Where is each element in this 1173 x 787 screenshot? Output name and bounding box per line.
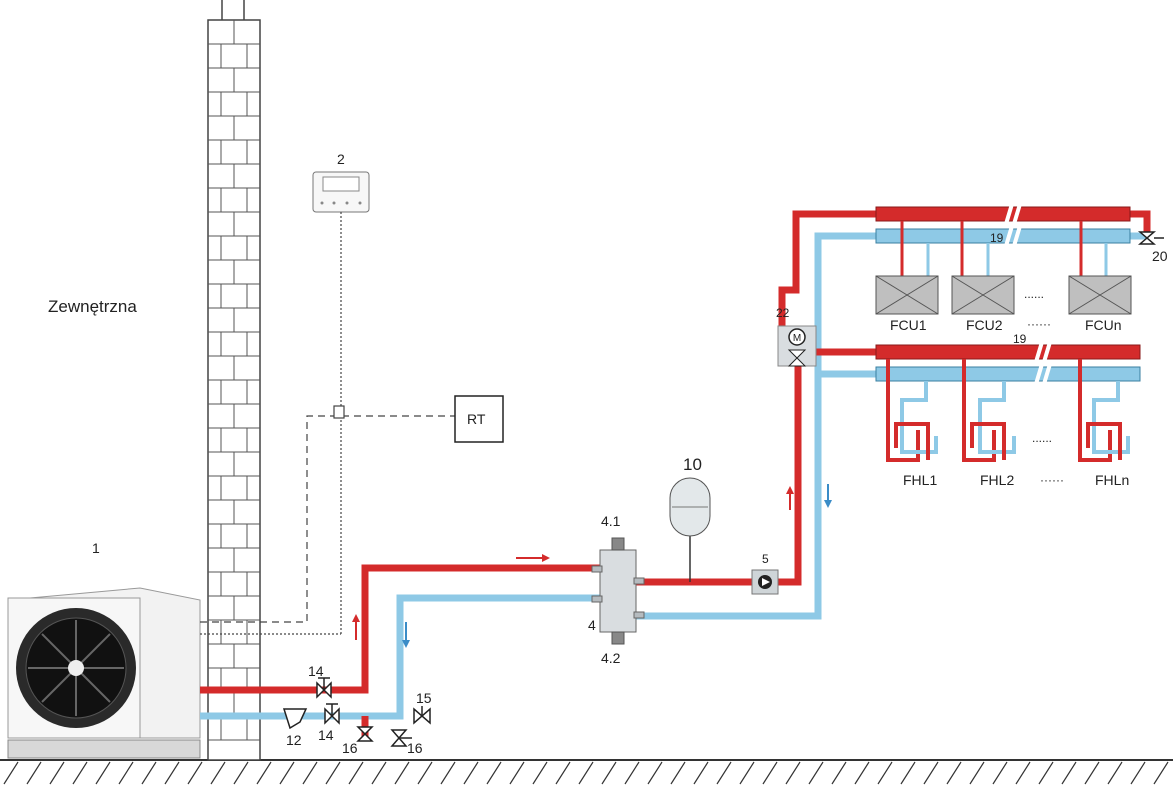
valves — [282, 231, 1164, 747]
label-fhl-dots-upper: ...... — [1032, 431, 1052, 445]
label-19-top: 19 — [990, 231, 1004, 245]
label-14-hot: 14 — [308, 663, 324, 679]
label-16-b: 16 — [407, 740, 423, 756]
wired-controller — [312, 171, 370, 213]
label-12: 12 — [286, 732, 302, 748]
fan-coil-units — [875, 275, 1132, 315]
drain-valve-16-b — [390, 729, 412, 747]
expansion-vessel — [669, 477, 711, 582]
label-fcu-dots: ······ — [1027, 317, 1051, 331]
label-15: 15 — [416, 690, 432, 706]
label-1: 1 — [92, 540, 100, 556]
label-fhl2: FHL2 — [980, 472, 1014, 488]
label-fcu-dots-upper: ...... — [1024, 287, 1044, 301]
control-wiring — [200, 212, 455, 635]
label-4-2: 4.2 — [601, 650, 621, 666]
label-4: 4 — [588, 617, 596, 633]
label-fhln: FHLn — [1095, 472, 1129, 488]
label-10: 10 — [683, 455, 702, 474]
drain-valve-16-a — [356, 726, 374, 742]
balance-tank — [591, 537, 645, 645]
label-fcu1: FCU1 — [890, 317, 927, 333]
labels: Zewnętrzna 1 2 RT 4 4.1 4.2 5 10 12 14 1… — [48, 151, 1168, 756]
label-fcu2: FCU2 — [966, 317, 1003, 333]
circulation-pump — [751, 569, 779, 595]
label-16-a: 16 — [342, 740, 358, 756]
air-vent-20 — [1137, 231, 1164, 245]
brick-wall — [207, 0, 261, 761]
room-thermostat — [454, 395, 504, 443]
valve-15 — [413, 706, 431, 725]
outdoor-heat-pump-unit — [7, 587, 201, 759]
shutoff-valve-14-hot — [316, 677, 332, 699]
outdoor-label: Zewnętrzna — [48, 297, 137, 316]
ground — [0, 759, 1173, 785]
label-14-cold: 14 — [318, 727, 334, 743]
label-22: 22 — [776, 306, 790, 320]
svg-text:M: M — [793, 333, 801, 344]
filter-12 — [282, 708, 308, 730]
three-way-valve: M — [777, 325, 817, 367]
label-19-bottom: 19 — [1013, 332, 1027, 346]
label-fhl-dots: ······ — [1040, 473, 1064, 487]
label-20: 20 — [1152, 248, 1168, 264]
floor-heating-circuit — [875, 341, 1141, 462]
label-2: 2 — [337, 151, 345, 167]
flow-arrows — [352, 484, 832, 648]
fcu-circuit — [875, 203, 1132, 315]
shutoff-valve-14-cold — [324, 703, 340, 725]
label-4-1: 4.1 — [601, 513, 621, 529]
label-fhl1: FHL1 — [903, 472, 937, 488]
label-fcun: FCUn — [1085, 317, 1122, 333]
label-rt: RT — [467, 411, 486, 427]
label-5: 5 — [762, 552, 769, 566]
